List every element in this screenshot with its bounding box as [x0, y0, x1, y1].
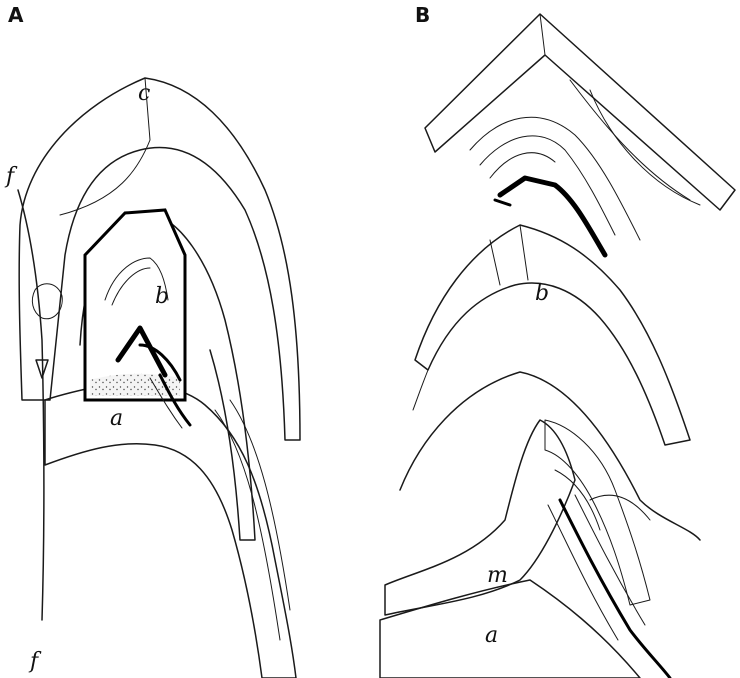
panel-b-letter: B [415, 3, 430, 27]
sclerite-mid-b [495, 200, 510, 205]
fold-structure [545, 420, 650, 605]
muscle-mass-m [385, 420, 575, 615]
segment-top-seam [540, 14, 545, 55]
top-band-lines [570, 80, 690, 200]
segment-a-b-shell [380, 580, 640, 678]
label-c: c [138, 81, 150, 106]
inset-pentagon-box [85, 210, 185, 400]
fold-structure-3 [590, 495, 650, 520]
panel-b: B b m a [380, 3, 735, 678]
top-band-lines-2 [590, 90, 700, 205]
lower-hood-outline [400, 372, 700, 540]
label-f-top: f [4, 164, 18, 189]
segment-b-seam-2 [490, 240, 500, 285]
panel-a-letter: A [8, 3, 24, 27]
panel-a: A c b a f f [4, 3, 300, 678]
segment-top-shell [425, 14, 735, 210]
line-f [18, 190, 44, 620]
label-b-a: b [155, 284, 169, 309]
segment-b-left-line [413, 370, 428, 410]
label-a-b: a [485, 623, 498, 648]
segment-a-shell [45, 384, 296, 678]
label-f-bottom: f [28, 649, 42, 674]
membrane-folds-3 [490, 153, 555, 178]
label-a-a: a [110, 406, 123, 431]
label-b-b: b [535, 281, 549, 306]
segment-b-shell [415, 225, 690, 445]
segment-b-seam [520, 225, 528, 280]
sclerite-heavy-b [500, 178, 605, 255]
duct-b-side-2 [575, 495, 645, 625]
label-m: m [487, 563, 508, 588]
segment-a-inner-line-2 [230, 400, 290, 610]
